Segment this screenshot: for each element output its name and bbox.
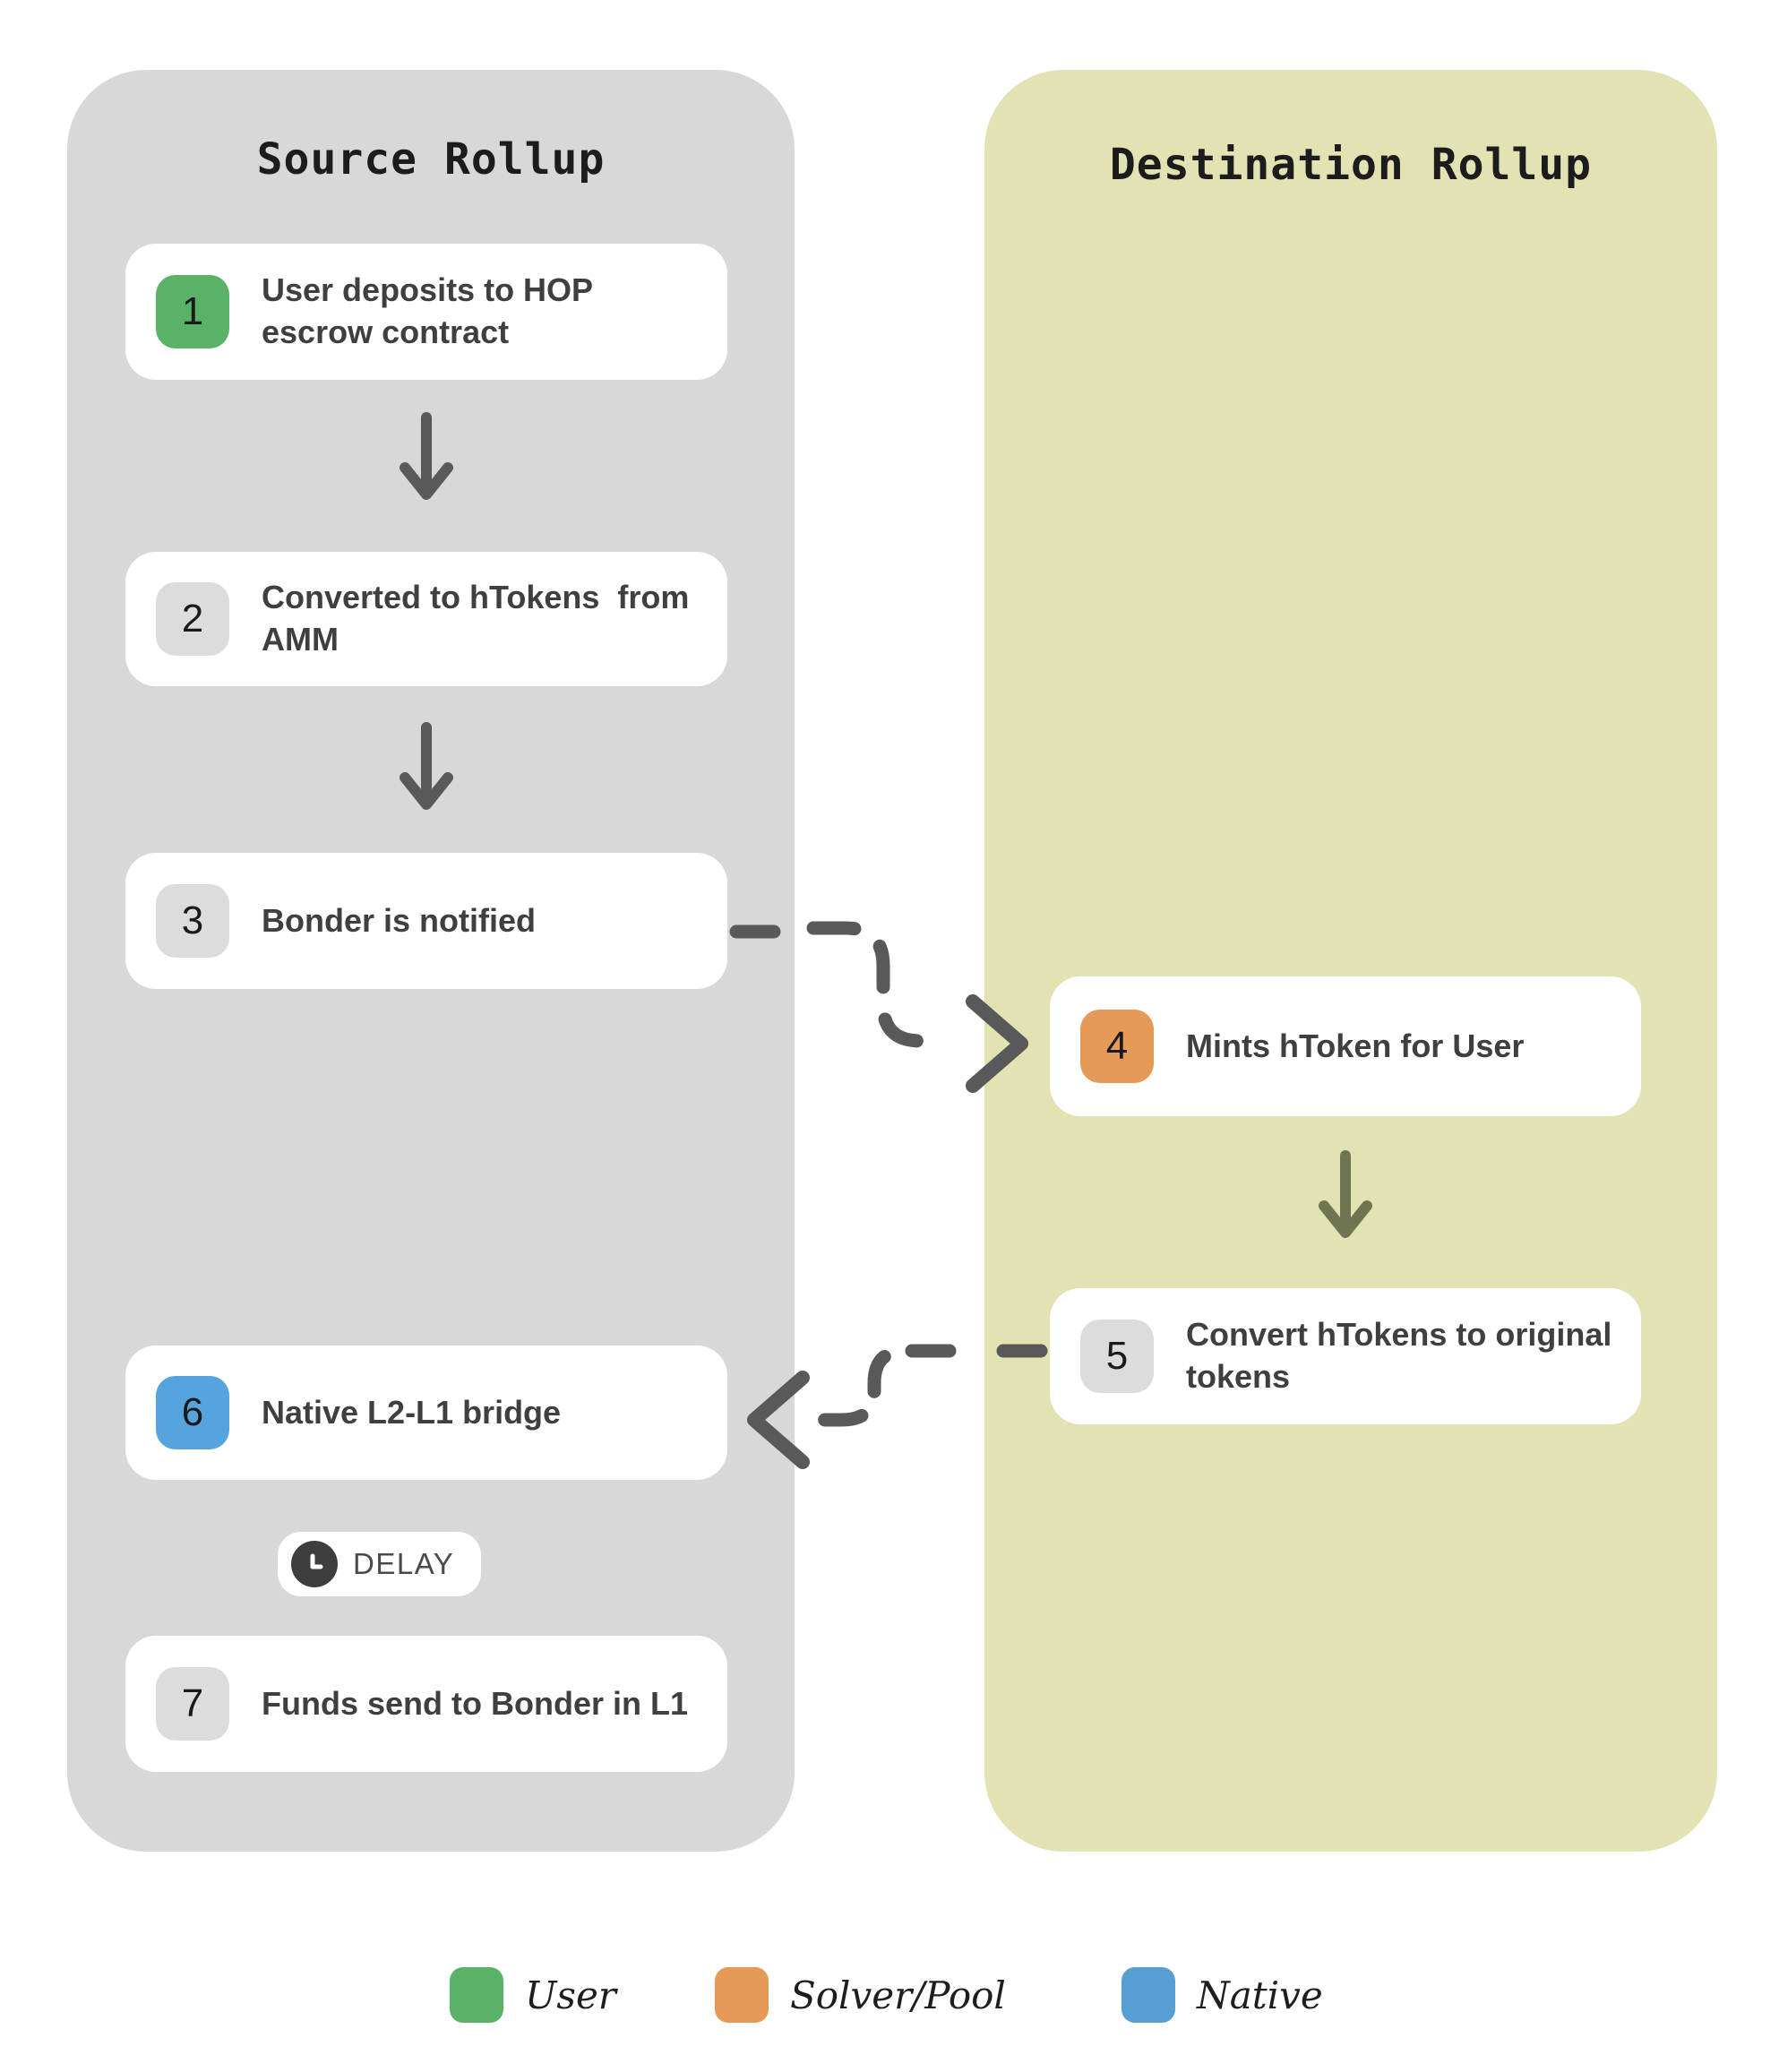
step-card-6: 6 Native L2-L1 bridge xyxy=(125,1346,727,1480)
down-arrow-icon xyxy=(1319,1150,1372,1238)
step-number-badge: 1 xyxy=(156,275,229,348)
step-label: User deposits to HOP escrow contract xyxy=(262,271,602,350)
legend-label: Solver/Pool xyxy=(790,1973,1006,2017)
step-number-badge: 5 xyxy=(1080,1320,1154,1393)
step-card-4: 4 Mints hToken for User xyxy=(1050,976,1641,1116)
delay-label: DELAY xyxy=(353,1547,455,1580)
delay-badge: DELAY xyxy=(278,1532,481,1596)
down-arrow-icon xyxy=(400,412,453,500)
step-card-1: 1 User deposits to HOP escrow contract xyxy=(125,244,727,380)
step-number-badge: 7 xyxy=(156,1667,229,1741)
legend-swatch-solver-pool xyxy=(715,1967,769,2023)
step-label: Mints hToken for User xyxy=(1186,1027,1525,1064)
step-label: Bonder is notified xyxy=(262,901,536,939)
legend-item-native: Native xyxy=(1122,1967,1323,2023)
step-number-badge: 3 xyxy=(156,884,229,958)
step-card-7: 7 Funds send to Bonder in L1 xyxy=(125,1636,727,1772)
legend-item-user: User xyxy=(450,1967,616,2023)
clock-icon xyxy=(291,1541,338,1587)
source-rollup-title: Source Rollup xyxy=(256,134,606,185)
destination-rollup-panel xyxy=(984,70,1717,1852)
dashed-connector-step5-to-step6 xyxy=(747,1344,1048,1469)
step-label: Converted to hTokens from AMM xyxy=(262,579,698,658)
dashed-connector-step3-to-step4 xyxy=(729,921,1028,1093)
step-card-2: 2 Converted to hTokens from AMM xyxy=(125,552,727,686)
step-card-5: 5 Convert hTokens to original tokens xyxy=(1050,1288,1641,1424)
step-number-badge: 2 xyxy=(156,582,229,656)
legend-label: Native xyxy=(1197,1973,1323,2017)
legend-swatch-user xyxy=(450,1967,503,2023)
down-arrow-icon xyxy=(400,722,453,810)
step-label: Native L2-L1 bridge xyxy=(262,1393,562,1431)
legend-label: User xyxy=(525,1973,616,2017)
step-number-badge: 4 xyxy=(1080,1010,1154,1083)
destination-rollup-title: Destination Rollup xyxy=(1109,140,1593,190)
step-card-3: 3 Bonder is notified xyxy=(125,853,727,989)
step-number-badge: 6 xyxy=(156,1376,229,1449)
step-label: Convert hTokens to original tokens xyxy=(1186,1316,1621,1395)
step-label: Funds send to Bonder in L1 xyxy=(262,1684,688,1722)
legend-item-solver-pool: Solver/Pool xyxy=(715,1967,1006,2023)
legend-swatch-native xyxy=(1122,1967,1175,2023)
legend: User Solver/Pool Native xyxy=(0,1967,1779,2039)
